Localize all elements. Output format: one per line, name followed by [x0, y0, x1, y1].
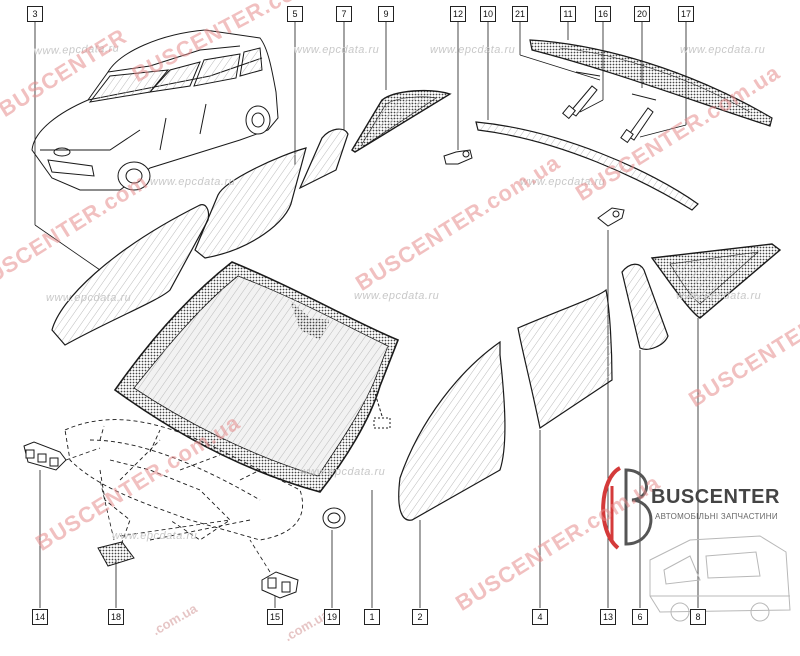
part-rear-side-glass — [351, 89, 452, 153]
part-rear-window-seal — [475, 121, 699, 211]
brand-subtitle: АВТОМОБІЛЬНІ ЗАПЧАСТИНИ — [655, 512, 778, 521]
callout-10: 10 — [480, 6, 496, 22]
part-windscreen — [113, 261, 400, 493]
part-front-door-glass-right — [398, 340, 506, 521]
assembly-lines — [65, 447, 271, 573]
callout-7: 7 — [336, 6, 352, 22]
part-grommet — [322, 507, 346, 529]
part-bracket-clip — [23, 441, 67, 471]
callout-15: 15 — [267, 609, 283, 625]
brand-title: BUSCENTER — [651, 486, 780, 508]
callout-5: 5 — [287, 6, 303, 22]
callout-19: 19 — [324, 609, 340, 625]
dashboard-outline — [64, 419, 304, 549]
callout-4: 4 — [532, 609, 548, 625]
callout-14: 14 — [32, 609, 48, 625]
part-rear-quarter-glass-right-small — [621, 263, 669, 350]
part-rear-quarter-glass-small — [298, 128, 349, 190]
part-screws — [562, 71, 657, 144]
callout-1: 1 — [364, 609, 380, 625]
callout-8: 8 — [690, 609, 706, 625]
part-clips — [443, 149, 625, 227]
buscenter-logo-mark — [601, 466, 791, 622]
part-clip-15 — [261, 571, 299, 599]
car-illustration — [31, 29, 279, 191]
callout-6: 6 — [632, 609, 648, 625]
callout-9: 9 — [378, 6, 394, 22]
callout-18: 18 — [108, 609, 124, 625]
part-rear-door-glass-right — [517, 288, 613, 429]
callout-17: 17 — [678, 6, 694, 22]
part-rear-side-glass-right — [650, 243, 782, 319]
callout-13: 13 — [600, 609, 616, 625]
part-front-door-glass — [51, 204, 210, 346]
part-pad — [97, 541, 135, 567]
callout-2: 2 — [412, 609, 428, 625]
callout-21: 21 — [512, 6, 528, 22]
callout-20: 20 — [634, 6, 650, 22]
part-rear-door-glass — [194, 147, 307, 259]
callout-11: 11 — [560, 6, 576, 22]
leader-lines — [34, 22, 699, 608]
callout-16: 16 — [595, 6, 611, 22]
part-rear-windscreen — [529, 39, 773, 127]
callout-12: 12 — [450, 6, 466, 22]
callout-3: 3 — [27, 6, 43, 22]
